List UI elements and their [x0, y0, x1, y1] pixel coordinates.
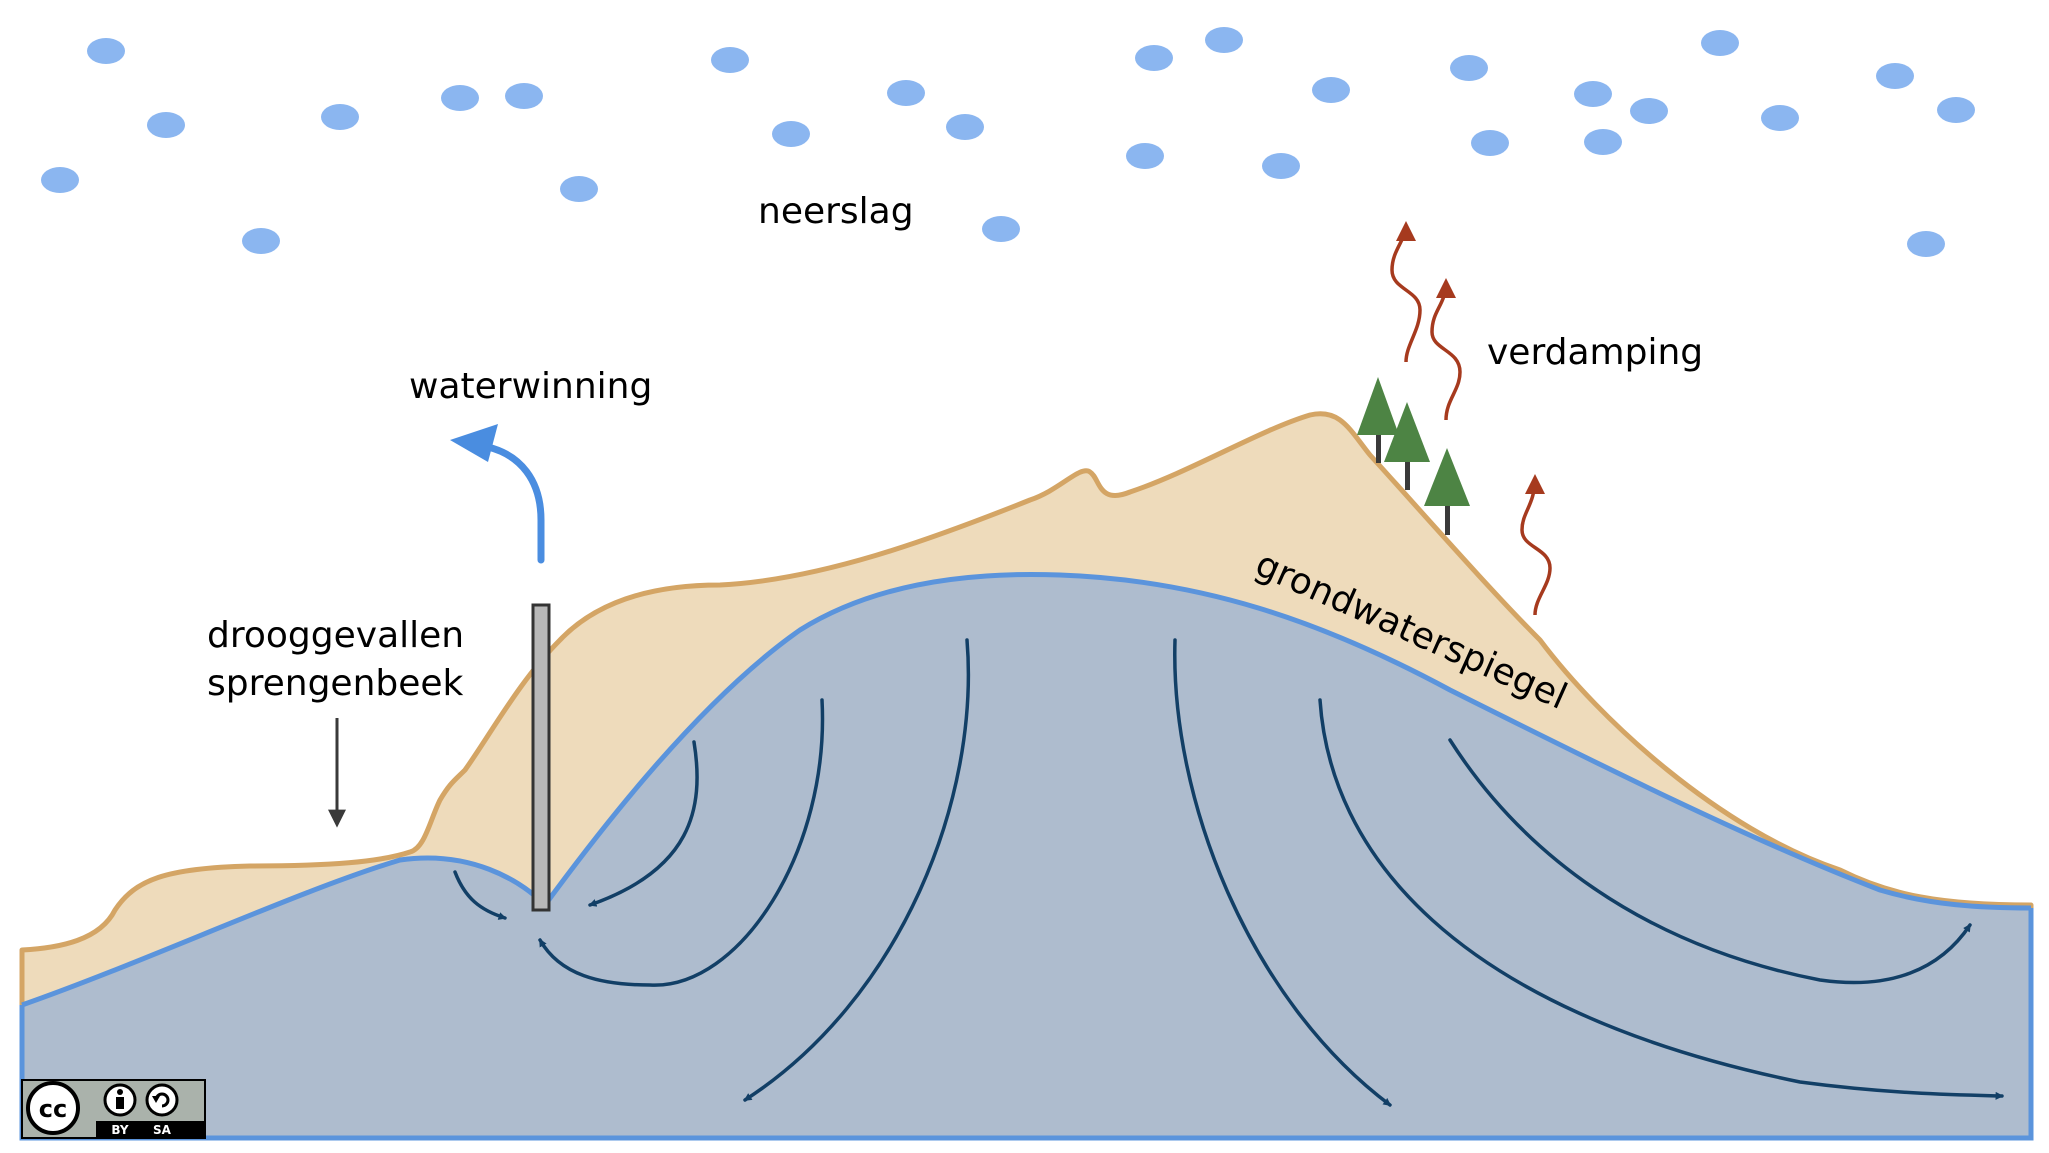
raindrop-icon: [1701, 30, 1739, 56]
raindrop-icon: [321, 104, 359, 130]
water-table-line: [21, 571, 2032, 1008]
label-dry-stream-line1: drooggevallen: [207, 615, 464, 656]
raindrop-icon: [1262, 153, 1300, 179]
raindrop-icon: [711, 47, 749, 73]
raindrop-icon: [1761, 105, 1799, 131]
raindrop-icon: [1135, 45, 1173, 71]
label-dry-stream-line2: sprengenbeek: [207, 663, 464, 704]
raindrop-icon: [1630, 98, 1668, 124]
extraction-arrow: [450, 424, 545, 564]
raindrop-icon: [1876, 63, 1914, 89]
evaporation-arrow-icon: [1390, 221, 1422, 363]
tree-icon: [1357, 377, 1399, 463]
trees: [1357, 377, 1470, 535]
flow-arrow: [538, 698, 825, 987]
raindrop-icon: [41, 167, 79, 193]
raindrop-icon: [982, 216, 1020, 242]
flow-arrow: [588, 740, 699, 907]
license-by: BY: [111, 1123, 128, 1137]
flow-arrow: [453, 870, 507, 920]
raindrop-icon: [87, 38, 125, 64]
raindrop-icon: [147, 112, 185, 138]
raindrop-icon: [1584, 129, 1622, 155]
license-badge: cc BY SA: [21, 1079, 206, 1139]
flow-arrow: [743, 638, 971, 1102]
raindrop-icon: [1574, 81, 1612, 107]
license-sa: SA: [153, 1123, 172, 1137]
label-waterwinning: waterwinning: [409, 366, 652, 407]
flow-arrow: [1318, 698, 2004, 1100]
raindrop-icon: [242, 228, 280, 254]
groundwater-flow: [453, 638, 2004, 1107]
raindrop-icon: [1907, 231, 1945, 257]
raindrop-icon: [1450, 55, 1488, 81]
raindrop-icon: [1471, 130, 1509, 156]
tree-icon: [1424, 448, 1470, 535]
sa-icon: [145, 1083, 179, 1117]
raindrop-icon: [1937, 97, 1975, 123]
groundwater-border: [19, 908, 2034, 1141]
evaporation-arrow-icon: [1430, 278, 1462, 421]
raindrop-icon: [560, 176, 598, 202]
raindrop-icon: [1126, 143, 1164, 169]
raindrop-icon: [772, 121, 810, 147]
evaporation-arrow-icon: [1520, 474, 1552, 616]
cc-icon: cc: [26, 1081, 80, 1135]
evaporation-arrows: [1390, 221, 1552, 616]
raindrop-icon: [441, 85, 479, 111]
raindrop-icon: [946, 114, 984, 140]
raindrop-icon: [505, 83, 543, 109]
label-verdamping: verdamping: [1487, 332, 1703, 373]
flow-arrow: [1448, 738, 1972, 985]
by-icon: [103, 1083, 137, 1117]
svg-text:cc: cc: [39, 1095, 67, 1123]
precipitation: [41, 27, 1975, 257]
well-icon: [531, 603, 551, 912]
groundwater-body: [22, 574, 2031, 1138]
label-neerslag: neerslag: [758, 191, 914, 232]
raindrop-icon: [1312, 77, 1350, 103]
flow-arrow: [1173, 638, 1392, 1107]
raindrop-icon: [887, 80, 925, 106]
raindrop-icon: [1205, 27, 1243, 53]
tree-icon: [1384, 402, 1430, 490]
